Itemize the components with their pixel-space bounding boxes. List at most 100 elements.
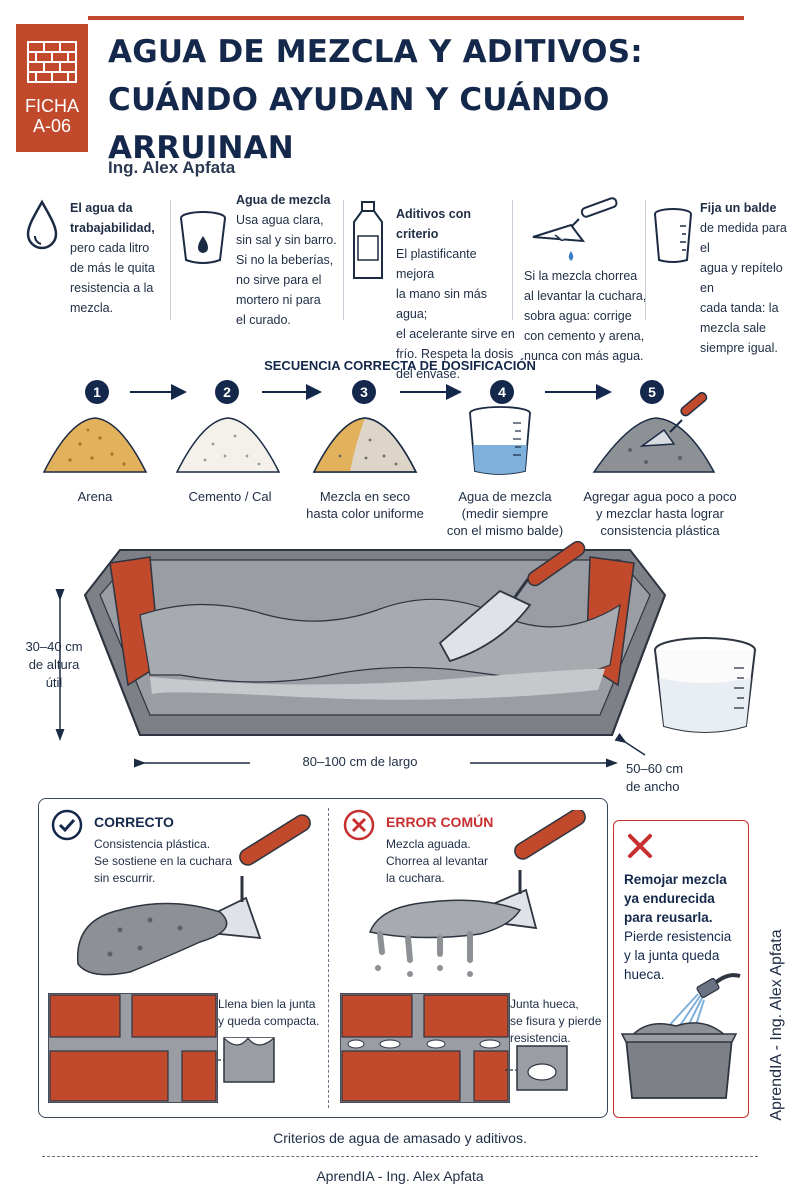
additive-bottle-icon — [353, 201, 383, 279]
tip-2-line-6: mortero ni para — [236, 293, 321, 307]
tip-1-line-4: de más le quita — [70, 261, 155, 275]
check-circle-icon — [51, 809, 83, 841]
warning-line-1: Pierde resistencia — [624, 929, 732, 944]
water-measuring-cup-icon — [469, 406, 531, 475]
tip-5-line-1: Fija un balde — [700, 201, 777, 215]
warning-bold-line-1: Remojar mezcla — [624, 872, 727, 887]
warning-line-2: y la junta queda — [624, 948, 720, 963]
step-number-2: 2 — [215, 380, 239, 404]
mortar-pile-trowel-icon — [592, 392, 716, 473]
tip-3-line-3: la mano sin más agua; — [396, 287, 488, 321]
tip-1-line-6: mezcla. — [70, 301, 114, 315]
step-3-label-line-1: Mezcla en seco — [319, 489, 411, 504]
soaking-tub-illustration — [620, 973, 741, 1099]
step-number-5: 5 — [640, 380, 664, 404]
header-rule — [88, 16, 744, 20]
author: Ing. Alex Apfata — [108, 158, 236, 177]
error-joint-detail — [505, 1045, 568, 1091]
tip-1: El agua da trabajabilidad, pero cada lit… — [70, 198, 175, 318]
step-2-label-line: Cemento / Cal — [188, 489, 272, 504]
trough-height-line-2: de altura — [28, 657, 80, 672]
comparison-panel — [38, 798, 608, 1118]
tip-divider — [343, 200, 344, 320]
vertical-credit: AprendIA - Ing. Alex Apfata — [768, 929, 785, 1121]
tip-4: Si la mezcla chorrea al levantar la cuch… — [524, 266, 664, 366]
error-desc-line-1: Mezcla aguada. — [386, 837, 471, 851]
water-drop-icon — [26, 199, 58, 250]
tip-1-line-1: El agua da — [70, 201, 133, 215]
trough-height-label: 30–40 cm de altura útil — [14, 638, 94, 692]
step-1-label: Arena — [35, 488, 155, 505]
tip-2-line-3: sin sal y sin barro. — [236, 233, 337, 247]
footer-caption: Criterios de agua de amasado y aditivos. — [273, 1130, 527, 1146]
correct-desc-line-1: Consistencia plástica. — [94, 837, 211, 851]
error-joint-text: Junta hueca, se fisura y pierde resisten… — [510, 996, 610, 1047]
tip-1-line-3: pero cada litro — [70, 241, 150, 255]
tip-2-line-1: Agua de mezcla — [236, 193, 331, 207]
tip-1-line-2: trabajabilidad, — [70, 221, 155, 235]
tip-4-line-5: nunca con más agua. — [524, 349, 644, 363]
error-x-circle-icon — [343, 809, 375, 841]
water-bucket-illustration — [654, 637, 756, 733]
tip-4-line-4: con cemento y arena, — [524, 329, 645, 343]
trough-length-label: 80–100 cm de largo — [250, 753, 470, 771]
tip-divider — [645, 200, 646, 320]
correct-trowel-illustration — [76, 814, 311, 976]
step-5-label: Agregar agua poco a poco y mezclar hasta… — [575, 488, 745, 539]
error-joint-line-1: Junta hueca, — [510, 997, 579, 1011]
brick-wall-icon — [27, 41, 77, 83]
error-trowel-illustration — [368, 810, 586, 977]
correct-joint-detail — [218, 1036, 275, 1083]
warning-x-icon — [628, 834, 652, 858]
step-number-1: 1 — [85, 380, 109, 404]
tip-3-line-6: del envase. — [396, 367, 460, 381]
step-number-3: 3 — [352, 380, 376, 404]
tip-5-line-2: de medida para el — [700, 221, 787, 255]
step-5-label-line-3: consistencia plástica — [600, 523, 720, 538]
ficha-badge: FICHA A-06 — [16, 24, 88, 152]
error-desc-line-2: Chorrea al levantar — [386, 854, 489, 868]
footer-credit: AprendIA - Ing. Alex Apfata — [316, 1168, 484, 1184]
correct-title: CORRECTO — [94, 814, 174, 830]
tip-5: Fija un balde de medida para el agua y r… — [700, 198, 800, 358]
warning-line-3: hueca. — [624, 967, 665, 982]
correct-brick-joint — [48, 993, 218, 1103]
tip-5-line-3: agua y repítelo en — [700, 261, 783, 295]
warning-text: Remojar mezcla ya endurecida para reusar… — [624, 870, 744, 984]
sand-pile-icon — [42, 417, 148, 473]
trough-width-line-1: 50–60 cm — [626, 761, 684, 776]
tip-5-line-5: mezcla sale — [700, 321, 766, 335]
dripping-trowel-icon — [532, 197, 618, 261]
panel-divider — [328, 808, 329, 1108]
step-4-label-line-3: con el mismo balde) — [446, 523, 564, 538]
mortar-trough-illustration — [55, 540, 667, 768]
step-1-label-line: Arena — [77, 489, 113, 504]
warning-bold-line-3: para reusarla. — [624, 910, 713, 925]
tip-4-line-2: al levantar la cuchara, — [524, 289, 647, 303]
sequence-title: SECUENCIA CORRECTA DE DOSIFICACIÓN — [264, 358, 536, 373]
title-line1: AGUA DE MEZCLA Y ADITIVOS: — [108, 34, 643, 70]
step-number-4: 4 — [490, 380, 514, 404]
warning-bold-line-2: ya endurecida — [624, 891, 715, 906]
tip-divider — [512, 200, 513, 320]
badge-line2: A-06 — [32, 116, 72, 136]
error-title: ERROR COMÚN — [386, 814, 494, 830]
correct-joint-line-2: y queda compacta. — [218, 1014, 320, 1028]
tip-4-line-3: sobra agua: corrige — [524, 309, 632, 323]
correct-desc-line-3: sin escurrir. — [94, 871, 156, 885]
tip-divider — [170, 200, 171, 320]
correct-joint-text: Llena bien la junta y queda compacta. — [218, 996, 328, 1030]
tip-3-line-5: frío. Respeta la dosis — [396, 347, 514, 361]
correct-description: Consistencia plástica. Se sostiene en la… — [94, 836, 294, 887]
badge-line1: FICHA — [25, 96, 79, 116]
tip-2-line-4: Si no la beberías, — [236, 253, 334, 267]
tip-5-line-6: siempre igual. — [700, 341, 778, 355]
step-4-label: Agua de mezcla (medir siempre con el mis… — [430, 488, 580, 539]
sequence-arrows — [130, 384, 612, 400]
tip-3-line-4: el acelerante sirve en — [396, 327, 515, 341]
step-3-label: Mezcla en seco hasta color uniforme — [290, 488, 440, 522]
error-joint-line-2: se fisura y pierde — [510, 1014, 602, 1028]
tip-2: Agua de mezcla Usa agua clara, sin sal y… — [236, 190, 346, 330]
tip-3-line-2: El plastificante mejora — [396, 247, 477, 281]
step-4-label-line-1: Agua de mezcla — [458, 489, 552, 504]
